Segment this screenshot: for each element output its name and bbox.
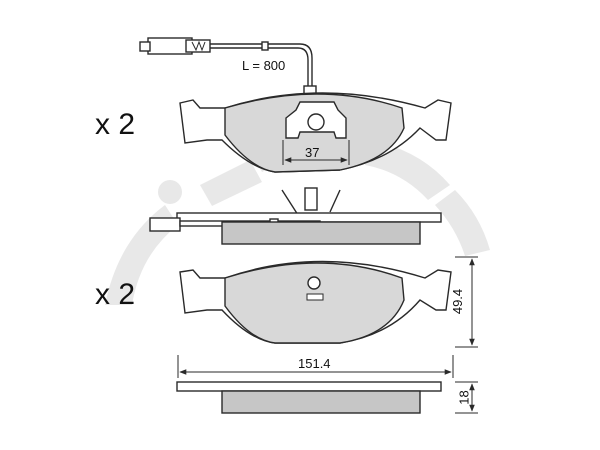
pad-width-label: 151.4 <box>298 356 331 371</box>
quantity-label-bottom: x 2 <box>95 278 136 311</box>
friction-material-bottom <box>224 262 405 344</box>
friction-material-top <box>224 93 405 173</box>
bottom-brake-pad <box>179 260 452 344</box>
quantity-label-top: x 2 <box>95 108 136 141</box>
pad-thickness-label: 18 <box>456 390 472 405</box>
bottom-pad-side-view <box>176 381 442 414</box>
width-dimension <box>177 355 454 378</box>
wire-length-label: L = 800 <box>242 58 286 73</box>
top-brake-pad <box>139 37 452 173</box>
hole-spacing-label: 37 <box>305 145 320 160</box>
wear-sensor <box>139 37 317 97</box>
top-pad-side-view <box>149 187 442 245</box>
height-dimension <box>455 256 478 348</box>
pad-height-label: 49.4 <box>450 288 466 315</box>
thickness-dimension <box>455 381 478 414</box>
